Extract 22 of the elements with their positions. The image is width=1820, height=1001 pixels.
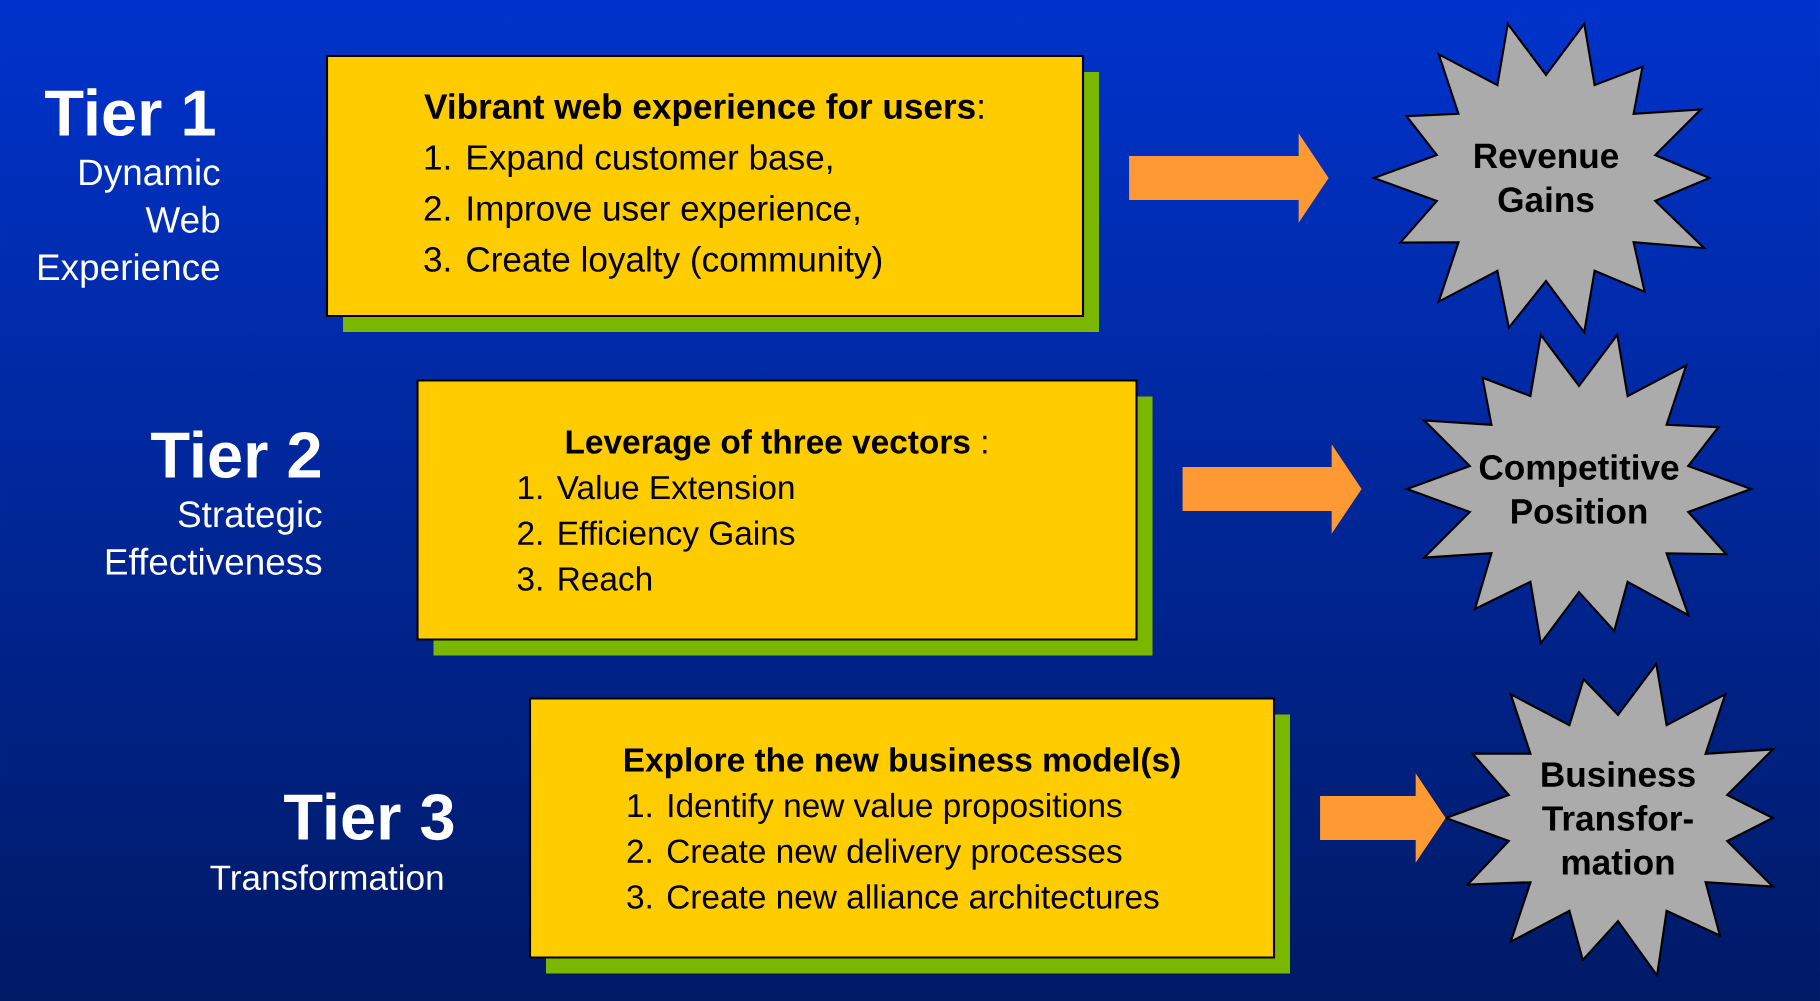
list-item: 3. Create loyalty (community) [424,246,882,279]
tier-heading: Tier 2 [151,430,320,479]
tier-heading: Tier 1 [45,88,215,137]
box-heading: Vibrant web experience for users: [424,93,983,126]
list-item: 3. Create new alliance architectures [627,884,1159,909]
list-item: 1. Identify new value propositions [628,792,1122,824]
list-item: 2. Create new delivery processes [627,838,1122,870]
list-item: 1. Value Extension [519,474,794,500]
box-heading: Leverage of three vectors : [566,429,987,461]
tier-subtitle: Strategic Effectiveness [106,500,322,575]
text-box [528,697,1290,974]
text-box [325,54,1099,332]
box-heading: Explore the new business model(s) [625,747,1180,779]
list-item: 3. Reach [517,566,652,591]
list-item: 2. Efficiency Gains [518,520,795,552]
tier-heading: Tier 3 [284,792,454,841]
list-item: 2. Improve user experience, [424,195,859,228]
tier-subtitle: Dynamic Web Experience [39,158,220,288]
list-item: 1. Expand customer base, [425,144,832,177]
text-box [416,379,1153,656]
starburst: Business Transfor- mation [1442,661,1776,979]
tier-subtitle: Transformation [210,864,443,891]
